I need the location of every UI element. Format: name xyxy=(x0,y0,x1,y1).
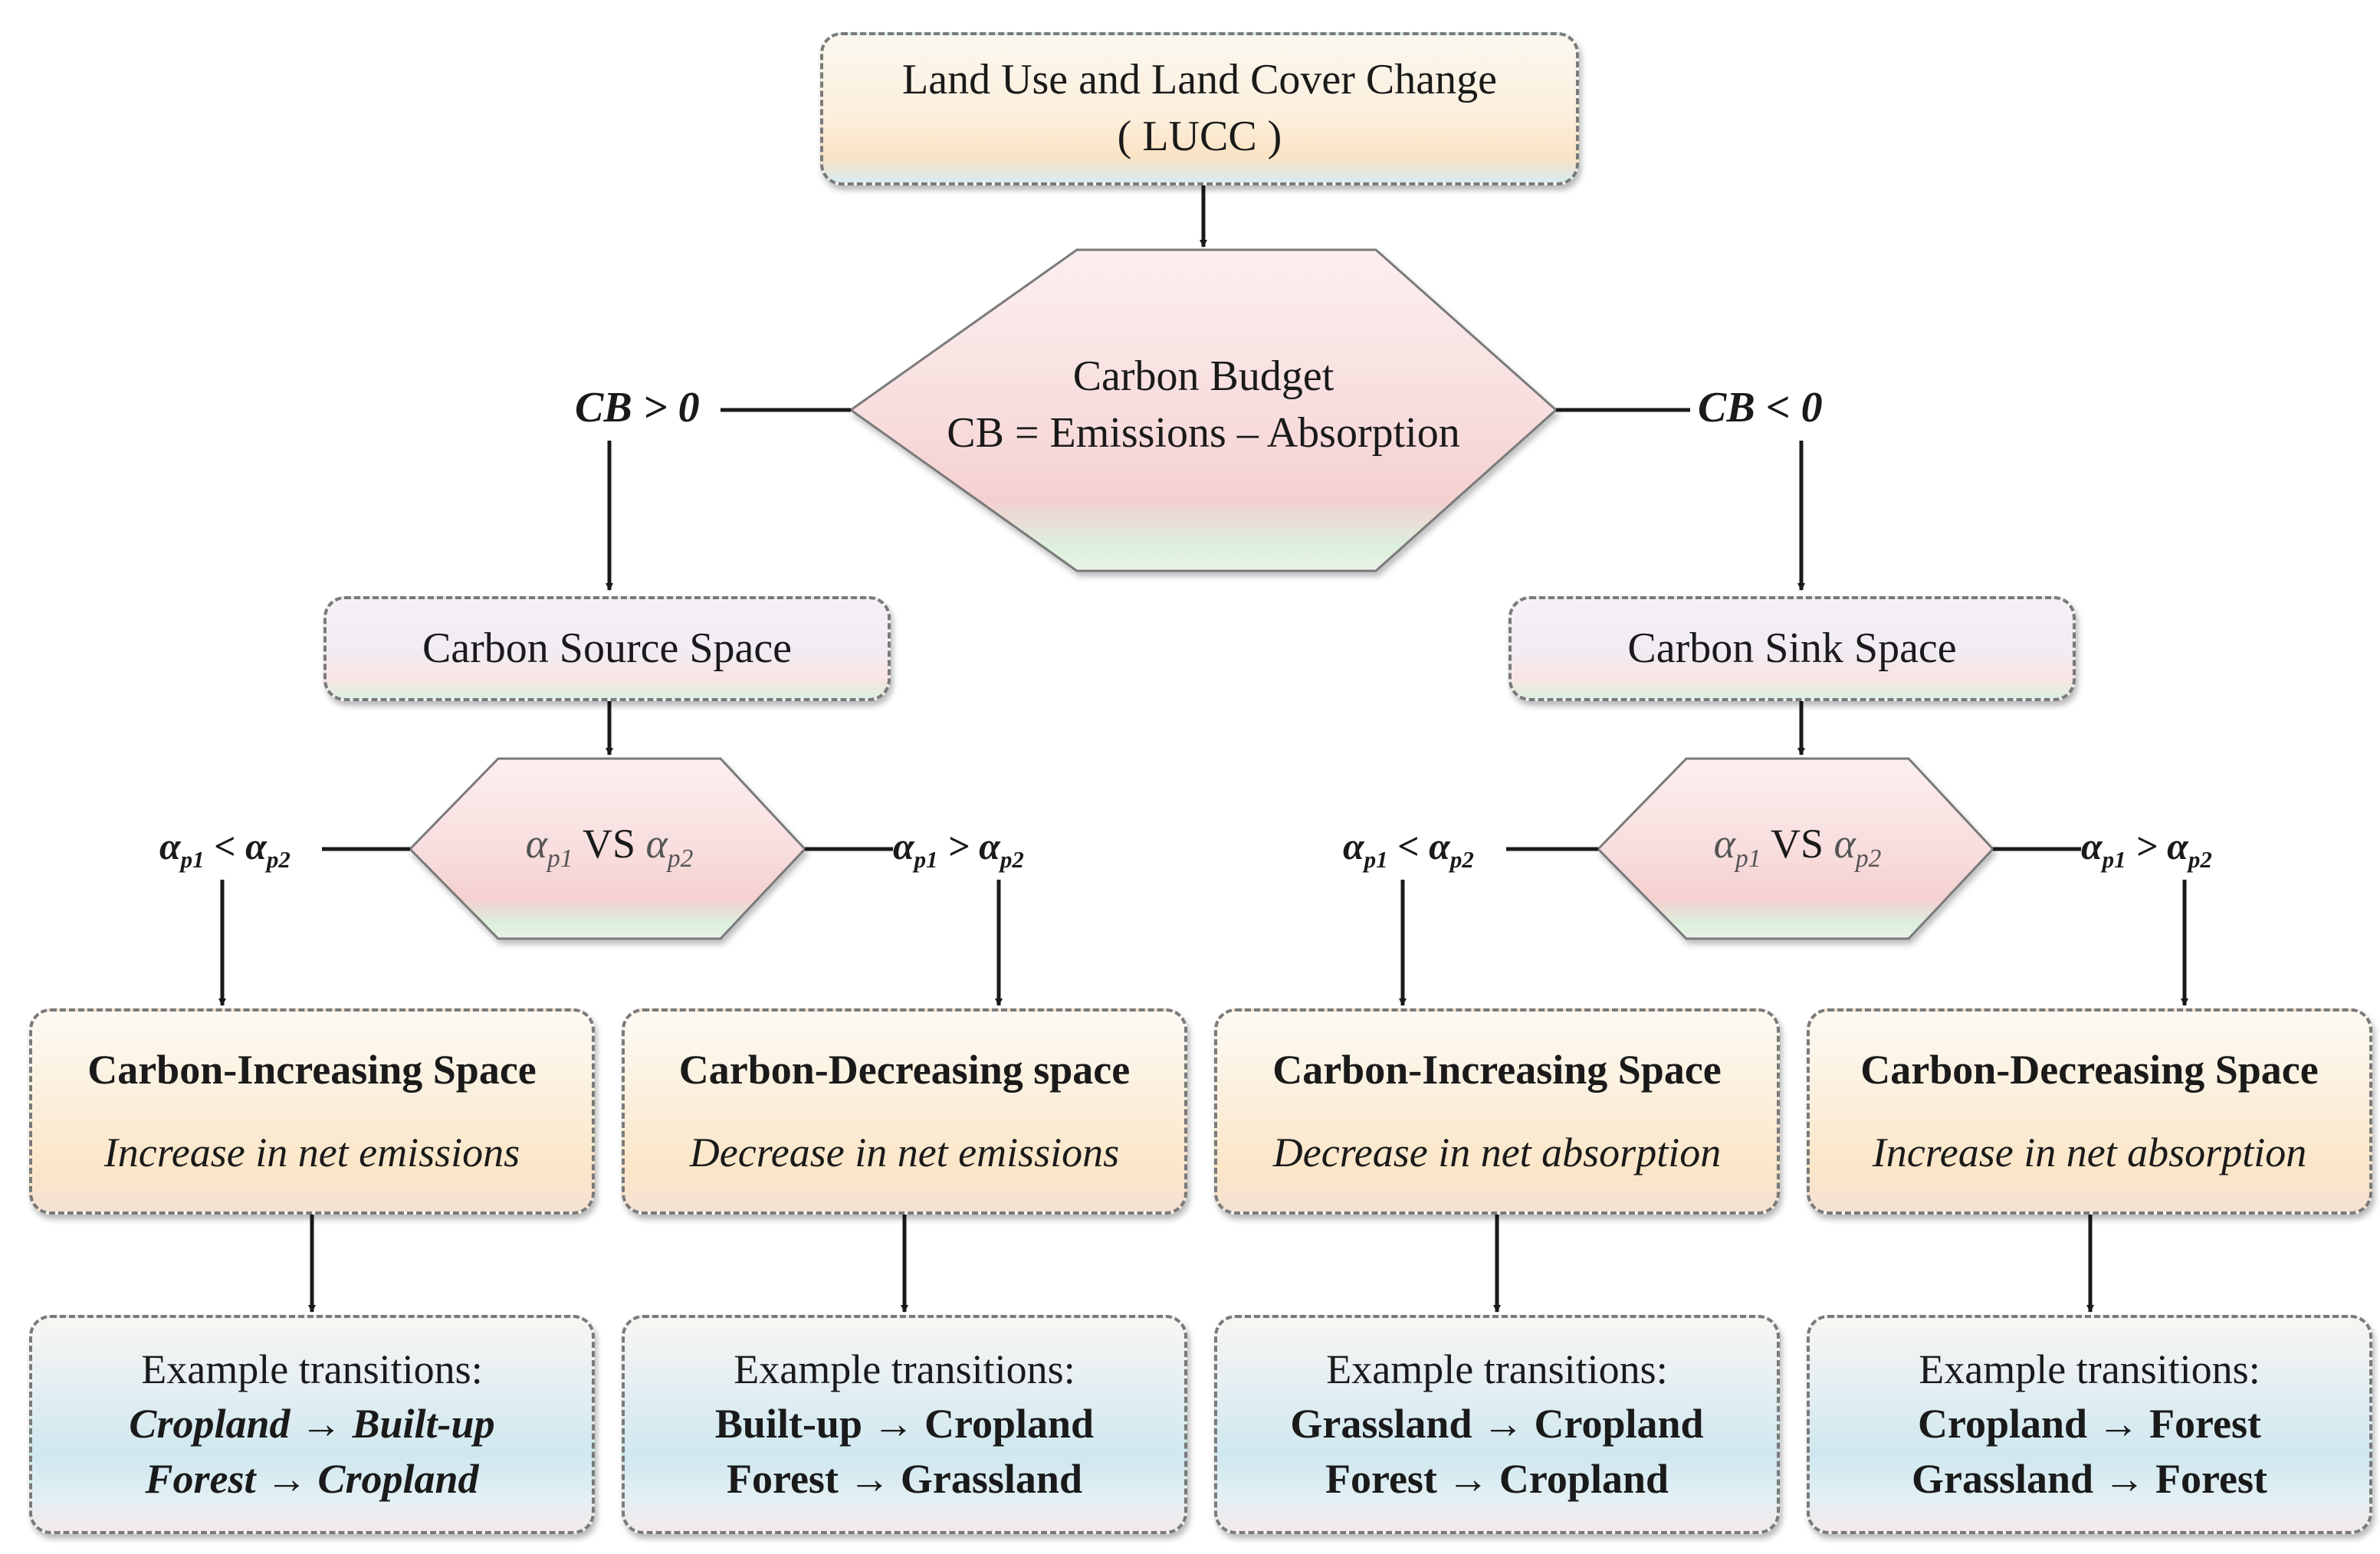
carbon-source-space-box: Carbon Source Space xyxy=(323,596,891,701)
example-box-4: Example transitions: Cropland → Forest G… xyxy=(1807,1315,2372,1534)
example-4-heading: Example transitions: xyxy=(1919,1346,2260,1393)
branch-label-positive: CB > 0 xyxy=(575,384,700,431)
example-3-heading: Example transitions: xyxy=(1326,1346,1668,1393)
carbon-sink-space-box: Carbon Sink Space xyxy=(1508,596,2076,701)
example-3-transition-2: Forest → Cropland xyxy=(1325,1455,1669,1502)
example-4-transition-1: Cropland → Forest xyxy=(1917,1401,2262,1447)
outcome-2-title: Carbon-Decreasing space xyxy=(678,1047,1131,1093)
carbon-source-space-label: Carbon Source Space xyxy=(422,624,793,672)
example-4-transition-2: Grassland → Forest xyxy=(1911,1455,2267,1502)
sink-compare-label: αp1 VS αp2 xyxy=(1713,821,1882,873)
source-branch-lt: αp1 < αp2 xyxy=(159,825,291,873)
example-box-3: Example transitions: Grassland → Croplan… xyxy=(1214,1315,1780,1534)
outcome-3-desc: Decrease in net absorption xyxy=(1272,1129,1722,1175)
carbon-budget-text: Carbon Budget CB = Emissions – Absorptio… xyxy=(866,349,1541,462)
carbon-budget-title: Carbon Budget xyxy=(1072,352,1334,400)
outcome-box-4: Carbon-Decreasing Space Increase in net … xyxy=(1807,1008,2372,1215)
outcome-1-desc: Increase in net emissions xyxy=(103,1129,520,1175)
sink-branch-gt: αp1 > αp2 xyxy=(2081,825,2212,873)
sink-branch-lt: αp1 < αp2 xyxy=(1343,825,1474,873)
example-box-1: Example transitions: Cropland → Built-up… xyxy=(29,1315,595,1534)
example-2-transition-2: Forest → Grassland xyxy=(726,1455,1082,1502)
branch-label-negative: CB < 0 xyxy=(1698,384,1823,431)
example-2-heading: Example transitions: xyxy=(734,1346,1075,1393)
outcome-2-desc: Decrease in net emissions xyxy=(689,1129,1120,1175)
carbon-sink-space-label: Carbon Sink Space xyxy=(1627,624,1957,672)
example-1-transition-1: Cropland → Built-up xyxy=(129,1401,495,1447)
outcome-3-title: Carbon-Increasing Space xyxy=(1272,1047,1722,1093)
source-compare-label: αp1 VS αp2 xyxy=(525,821,694,873)
lucc-abbreviation: ( LUCC ) xyxy=(1117,113,1282,160)
outcome-box-3: Carbon-Increasing Space Decrease in net … xyxy=(1214,1008,1780,1215)
lucc-box: Land Use and Land Cover Change ( LUCC ) xyxy=(820,32,1579,185)
example-2-transition-1: Built-up → Cropland xyxy=(714,1401,1095,1447)
outcome-box-1: Carbon-Increasing Space Increase in net … xyxy=(29,1008,595,1215)
lucc-title: Land Use and Land Cover Change xyxy=(902,56,1497,104)
source-branch-gt: αp1 > αp2 xyxy=(893,825,1024,873)
example-3-transition-1: Grassland → Cropland xyxy=(1290,1401,1704,1447)
example-1-transition-2: Forest → Cropland xyxy=(145,1455,479,1502)
example-1-heading: Example transitions: xyxy=(141,1346,483,1393)
example-box-2: Example transitions: Built-up → Cropland… xyxy=(622,1315,1187,1534)
outcome-4-title: Carbon-Decreasing Space xyxy=(1860,1047,2319,1093)
outcome-box-2: Carbon-Decreasing space Decrease in net … xyxy=(622,1008,1187,1215)
carbon-budget-formula: CB = Emissions – Absorption xyxy=(947,408,1460,457)
outcome-4-desc: Increase in net absorption xyxy=(1872,1129,2307,1175)
outcome-1-title: Carbon-Increasing Space xyxy=(87,1047,537,1093)
